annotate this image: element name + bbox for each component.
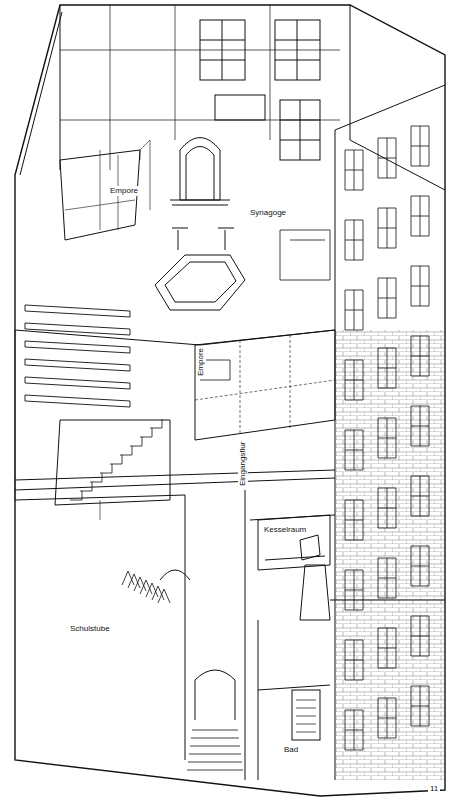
stroke — [191, 738, 239, 739]
stroke — [187, 770, 243, 771]
stroke — [345, 220, 363, 260]
stroke — [378, 418, 396, 458]
stroke — [345, 710, 363, 750]
stroke — [188, 762, 242, 763]
stroke — [378, 348, 396, 388]
stroke — [80, 482, 92, 491]
page-number: 11 — [428, 784, 440, 794]
stroke — [411, 126, 429, 166]
room-label: Kesselraum — [262, 525, 308, 535]
stroke — [130, 437, 142, 446]
room-label: Eingangsflur — [238, 440, 248, 488]
stroke — [296, 732, 316, 733]
stroke — [378, 208, 396, 248]
stroke — [378, 698, 396, 738]
stroke — [411, 476, 429, 516]
stroke — [345, 500, 363, 540]
stroke — [378, 628, 396, 668]
stroke — [25, 377, 130, 389]
stroke — [378, 558, 396, 598]
stroke — [345, 150, 363, 190]
stroke — [25, 395, 130, 407]
stroke — [411, 686, 429, 726]
stroke — [411, 406, 429, 446]
stroke — [120, 446, 132, 455]
stroke — [296, 724, 316, 725]
stroke — [411, 546, 429, 586]
stroke — [345, 570, 363, 610]
stroke — [345, 360, 363, 400]
room-label: Synagoge — [248, 208, 288, 218]
stroke — [296, 708, 316, 709]
room-label: Bad — [282, 745, 300, 755]
stroke — [70, 491, 82, 500]
stroke — [378, 138, 396, 178]
stroke — [100, 464, 112, 473]
stroke — [296, 716, 316, 717]
stroke — [158, 589, 170, 603]
stroke — [345, 430, 363, 470]
stroke — [192, 730, 238, 731]
stroke — [411, 616, 429, 656]
stroke — [140, 428, 152, 437]
stroke — [25, 359, 130, 371]
stroke — [190, 746, 240, 747]
stroke — [296, 700, 316, 701]
stroke — [345, 640, 363, 680]
stroke — [25, 323, 130, 335]
room-label: Empore — [108, 186, 140, 196]
stroke — [411, 196, 429, 236]
stroke — [110, 455, 122, 464]
stroke — [411, 336, 429, 376]
stroke — [189, 754, 241, 755]
stroke — [25, 341, 130, 353]
stroke — [345, 290, 363, 330]
room-label: Empore — [196, 346, 206, 378]
room-label: Schulstube — [68, 624, 112, 634]
stroke — [25, 305, 130, 317]
stroke — [378, 278, 396, 318]
stroke — [411, 266, 429, 306]
stroke — [378, 488, 396, 528]
stroke — [90, 473, 102, 482]
